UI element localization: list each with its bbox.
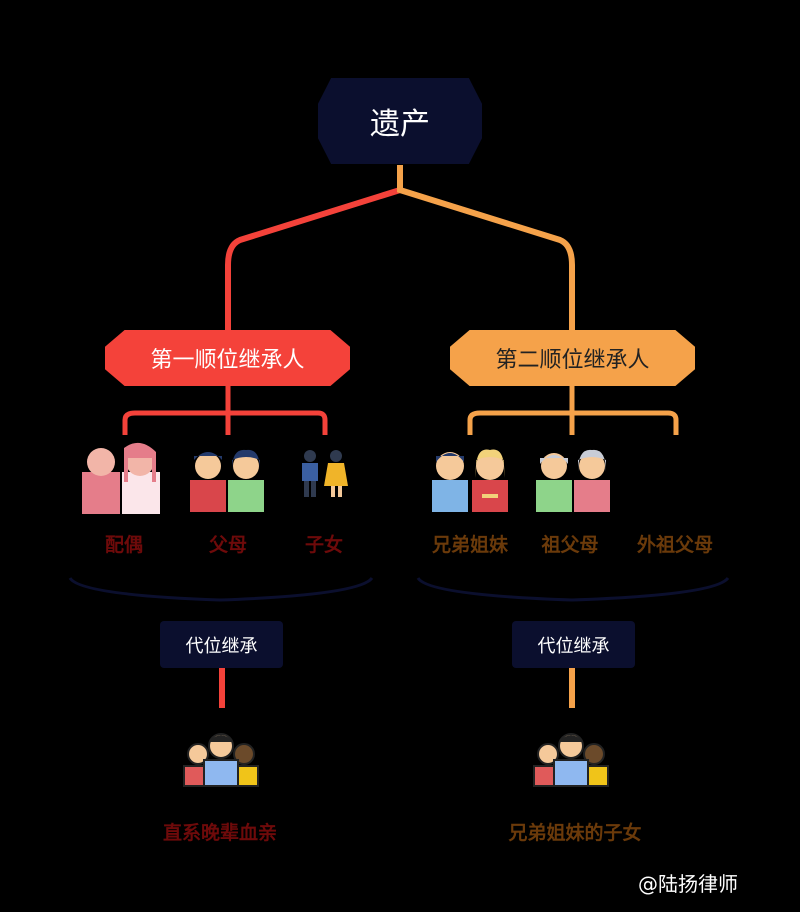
lineal-descendants-label: 直系晚辈血亲 <box>162 822 277 844</box>
siblings-children-icon <box>533 733 609 787</box>
spouse-icon <box>82 442 160 514</box>
siblings-children-label: 兄弟姐妹的子女 <box>508 822 642 844</box>
member-spouse: 配偶 <box>104 534 143 556</box>
second-order-heirs: 第二顺位继承人 <box>450 330 695 386</box>
siblings-icon <box>432 449 508 512</box>
member-siblings: 兄弟姐妹 <box>431 534 508 556</box>
first-order-heirs: 第一顺位继承人 <box>105 330 350 386</box>
parents-icon <box>190 449 264 512</box>
member-parents: 父母 <box>208 534 247 556</box>
member-maternal-grandparents: 外祖父母 <box>636 534 713 556</box>
member-grandparents: 祖父母 <box>541 534 599 556</box>
right-subrogation-box: 代位继承 <box>512 621 635 668</box>
left-subrogation-box: 代位继承 <box>160 621 283 668</box>
member-children: 子女 <box>304 534 343 556</box>
children-icon <box>302 450 348 497</box>
grandparents-icon <box>536 449 610 512</box>
watermark: @陆扬律师 <box>638 872 738 896</box>
descendants-icon <box>183 733 259 787</box>
estate-node: 遗产 <box>318 78 482 164</box>
